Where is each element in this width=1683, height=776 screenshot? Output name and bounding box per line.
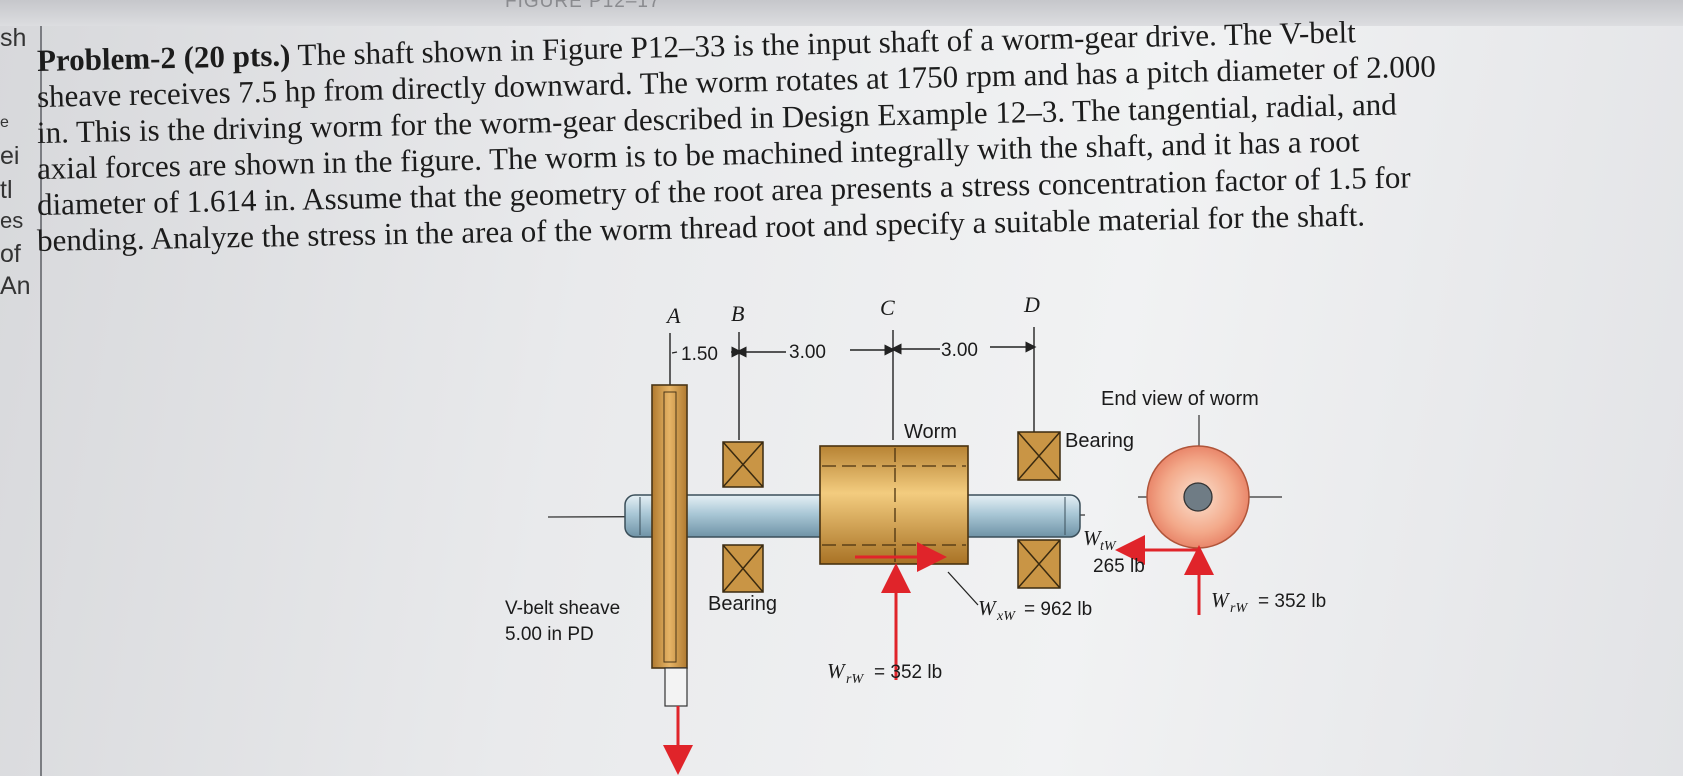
bearing-right-label: Bearing xyxy=(1065,430,1134,452)
dim-cd: 3.00 xyxy=(941,340,978,361)
point-b: B xyxy=(731,301,744,326)
svg-text:rW: rW xyxy=(846,672,864,687)
svg-text:tW: tW xyxy=(1100,539,1117,554)
sheave-belt xyxy=(664,667,688,707)
dimension-line xyxy=(669,327,1037,440)
fragment: tl xyxy=(0,176,13,204)
fragment: ei xyxy=(0,142,20,170)
svg-text:= 962 lb: = 962 lb xyxy=(1024,599,1092,620)
fragment: of xyxy=(0,240,21,268)
sheave-label: V-belt sheave xyxy=(505,598,620,619)
bearing-left-label: Bearing xyxy=(708,593,777,615)
fragment: es xyxy=(0,208,24,233)
page-edge xyxy=(40,26,42,776)
dim-ab: 1.50 xyxy=(681,344,718,365)
fragment: An xyxy=(0,272,31,300)
figure-caption-fragment: FIGURE P12–17 xyxy=(505,0,661,12)
radial-force-label: W rW = 352 lb xyxy=(827,659,942,687)
svg-text:rW: rW xyxy=(1230,601,1248,616)
worm xyxy=(819,445,969,565)
point-a: A xyxy=(665,303,681,328)
end-radial-force-label: W rW = 352 lb xyxy=(1211,588,1326,616)
svg-text:= 352 lb: = 352 lb xyxy=(874,662,942,683)
axial-force-label: W xW = 962 lb xyxy=(978,596,1092,624)
svg-text:xW: xW xyxy=(996,609,1016,624)
end-view-label: End view of worm xyxy=(1101,388,1259,410)
svg-text:W: W xyxy=(978,596,998,620)
bearing-right xyxy=(1017,431,1061,589)
fragment: e xyxy=(0,114,9,131)
tangential-force-label: W tW xyxy=(1083,526,1117,554)
bearing-left xyxy=(722,441,764,593)
svg-text:W: W xyxy=(1211,588,1231,612)
svg-text:W: W xyxy=(1083,526,1103,550)
left-page-fragment: sh e ei tl es of An xyxy=(0,24,40,324)
dim-bc: 3.00 xyxy=(789,342,826,363)
v-belt-sheave xyxy=(651,384,688,669)
sheave-diameter-label: 5.00 in PD xyxy=(505,624,594,645)
point-c: C xyxy=(880,295,895,320)
top-strip: FIGURE P12–17 xyxy=(0,0,1683,26)
axial-leader xyxy=(947,571,979,606)
fragment: sh xyxy=(0,24,27,52)
point-d: D xyxy=(1023,292,1040,317)
tangential-force-value: 265 lb xyxy=(1093,556,1145,577)
sheave-groove xyxy=(663,391,677,663)
svg-text:= 352 lb: = 352 lb xyxy=(1258,591,1326,612)
worm-label: Worm xyxy=(904,421,957,443)
end-view-hub xyxy=(1183,482,1213,512)
svg-text:W: W xyxy=(827,659,847,683)
